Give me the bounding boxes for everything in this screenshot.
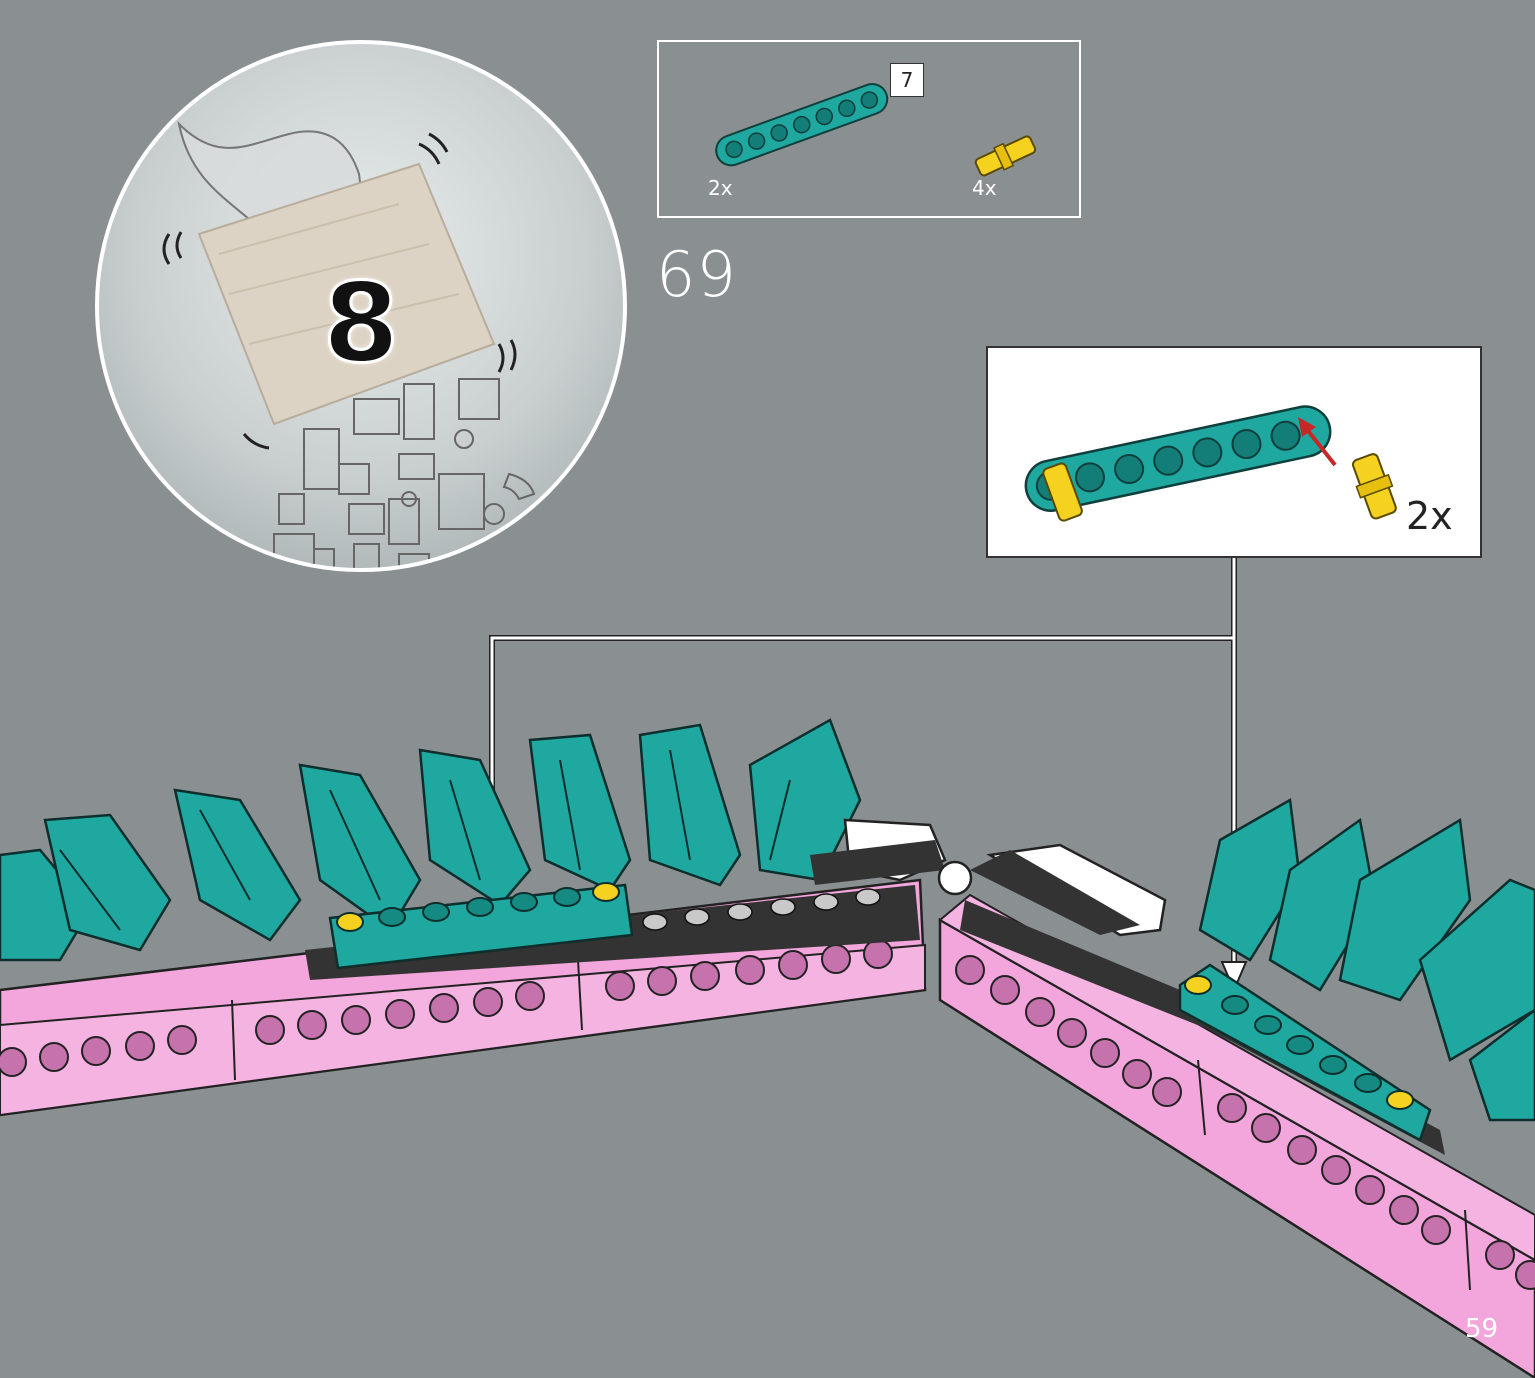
beam-quantity: 2x <box>708 176 733 200</box>
parts-list-box <box>657 40 1081 218</box>
pin-quantity: 4x <box>972 176 997 200</box>
bag-opening-icon <box>162 120 536 568</box>
yellow-connector-pin-icon <box>974 135 1037 177</box>
bag-opening-illustration: 8 <box>95 40 627 572</box>
beam-with-pins-icon <box>1024 405 1397 522</box>
teal-beam-7-icon <box>715 83 889 167</box>
page-number: 59 <box>1465 1314 1499 1344</box>
step-number: 69 <box>656 238 737 311</box>
parts-box-badge: 7 <box>890 63 924 97</box>
bag-number: 8 <box>321 258 401 389</box>
callout-quantity: 2x <box>1406 494 1453 538</box>
